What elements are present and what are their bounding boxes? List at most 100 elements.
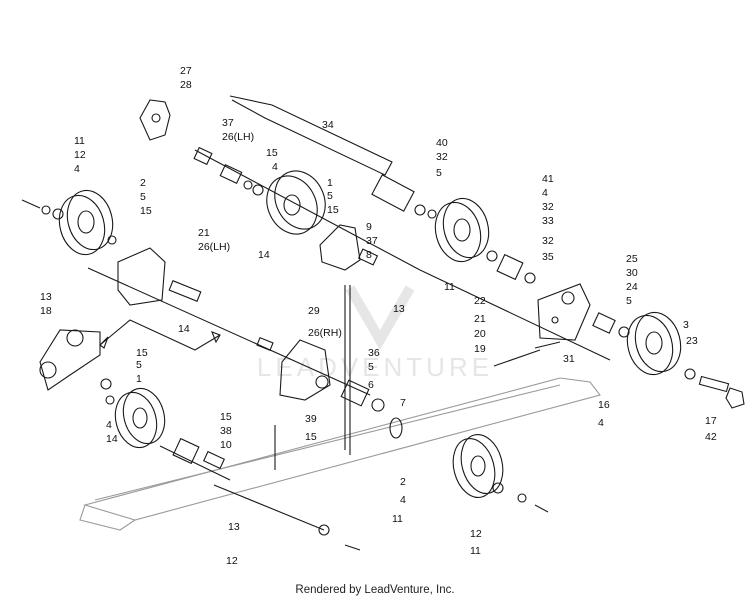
rear-axle-line: [194, 149, 421, 271]
callout-24: 24: [626, 281, 638, 293]
callout-39: 38: [220, 425, 232, 437]
spacer-34: [496, 253, 524, 281]
callout-31: 30: [626, 267, 638, 279]
callout-16: 16: [598, 399, 610, 411]
callout-4d: 4: [598, 417, 604, 429]
callout-7: 7: [400, 397, 406, 409]
axle-35: [229, 95, 393, 176]
callout-8: 8: [366, 249, 372, 261]
callout-30: 29: [308, 305, 320, 317]
callout-18: 18: [40, 305, 52, 317]
callout-11b: 11: [444, 281, 455, 293]
bolt-17: [698, 375, 730, 393]
callout-4a: 4: [272, 161, 278, 173]
callout-13b: 13: [40, 291, 52, 303]
callout-15a: 15: [266, 147, 278, 159]
wheel-1-upper: [266, 170, 326, 235]
callout-15f: 15: [220, 411, 232, 423]
cap-43: [725, 387, 745, 409]
callout-38a: 37: [222, 117, 234, 129]
watermark: LEADVENTURE: [257, 285, 493, 382]
callout-2a: 2: [140, 177, 146, 189]
bushing-27b: [168, 280, 202, 302]
callout-27a: 26(LH): [222, 131, 254, 143]
callout-12b: 12: [226, 555, 238, 567]
callout-33a: 32: [436, 151, 448, 163]
callout-20: 20: [474, 328, 486, 340]
callout-36: 35: [542, 251, 554, 263]
callout-5a: 5: [327, 190, 333, 202]
callout-19: 19: [474, 343, 486, 355]
callout-26rh: 21: [198, 227, 210, 239]
callout-11d: 11: [470, 545, 481, 557]
spacer-41: [371, 174, 415, 212]
wheel-2-lower: [452, 434, 504, 498]
callout-15e: 15: [136, 347, 148, 359]
wheel-1-lower: [114, 387, 166, 449]
callout-22: 22: [474, 295, 486, 307]
svg-text:LEADVENTURE: LEADVENTURE: [257, 352, 493, 382]
callout-11c: 11: [392, 513, 403, 525]
callout-38b: 37: [366, 235, 378, 247]
callout-33c: 32: [542, 235, 554, 247]
bracket-26rh: [117, 247, 166, 306]
wheel-42: [434, 197, 490, 263]
bushing-27: [219, 164, 243, 184]
slide-rail: [79, 377, 601, 531]
callout-37: 36: [368, 347, 380, 359]
callout-40: 39: [305, 413, 317, 425]
callout-15d: 15: [305, 431, 317, 443]
callout-5c: 5: [436, 167, 442, 179]
callout-35: 34: [322, 119, 334, 131]
wheel-upper-left: [58, 189, 114, 256]
callout-21: 21: [474, 313, 486, 325]
bracket-28: [139, 99, 171, 141]
bracket-26lh: [279, 339, 331, 401]
callout-41: 40: [436, 137, 448, 149]
plate-25: [537, 283, 591, 341]
callout-4e: 4: [106, 419, 112, 431]
callout-25: 25: [626, 253, 638, 265]
callout-27b: 26(LH): [198, 241, 230, 253]
callout-13c: 13: [228, 521, 240, 533]
arm-18: [39, 329, 101, 391]
front-axle-line: [87, 267, 371, 396]
callout-5e: 5: [368, 361, 374, 373]
bushing-10: [202, 450, 226, 470]
callout-14b: 14: [178, 323, 190, 335]
callout-6: 6: [368, 379, 374, 391]
callout-2b: 2: [400, 476, 406, 488]
callout-4c: 4: [542, 187, 548, 199]
callout-9: 9: [366, 221, 372, 233]
callout-23: 23: [686, 335, 698, 347]
parts: [21, 95, 745, 551]
callout-28: 27: [180, 65, 192, 77]
callout-5b: 5: [140, 191, 146, 203]
callout-43: 42: [705, 431, 717, 443]
callout-12c: 12: [470, 528, 482, 540]
callout-34: 33: [542, 215, 554, 227]
callout-29: 28: [180, 79, 192, 91]
callout-4b: 4: [74, 163, 80, 175]
callout-5d: 5: [626, 295, 632, 307]
callout-5f: 5: [136, 359, 142, 371]
callout-14a: 14: [258, 249, 270, 261]
callouts: 27 28 34 37 26(LH) 15 4 1 5 15 11 12 4 2…: [40, 65, 717, 567]
footer-credit: Rendered by LeadVenture, Inc.: [295, 584, 455, 596]
callout-15c: 15: [140, 205, 152, 217]
shaft-line: [419, 269, 611, 361]
wheel-3: [626, 311, 682, 376]
callout-17: 17: [705, 415, 717, 427]
callout-11a: 11: [74, 135, 85, 147]
callout-14c: 14: [106, 433, 118, 445]
callout-3: 3: [683, 319, 689, 331]
callout-26lh: 26(RH): [308, 327, 342, 339]
bolt-13-lower: [213, 484, 325, 531]
callout-12a: 12: [74, 149, 86, 161]
callout-32: 31: [563, 353, 575, 365]
callout-42: 41: [542, 173, 554, 185]
bushing-38: [193, 146, 213, 166]
callout-13a: 13: [393, 303, 405, 315]
